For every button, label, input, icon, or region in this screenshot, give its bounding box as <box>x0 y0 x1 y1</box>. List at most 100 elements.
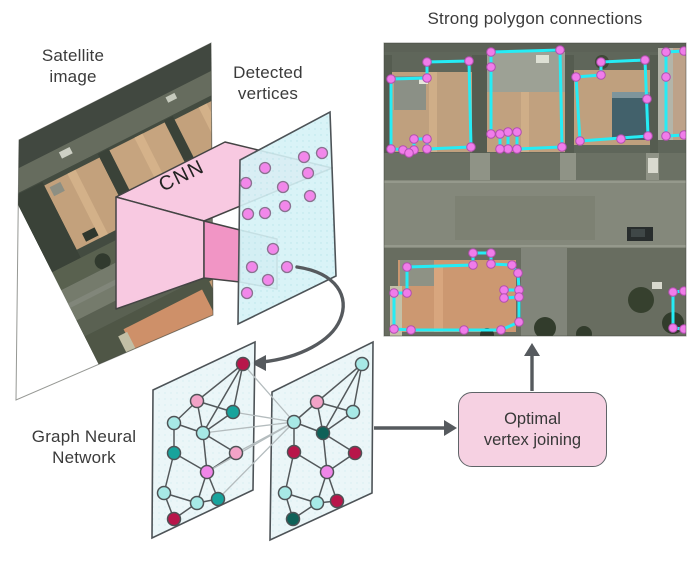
polygon-vertex-dot <box>503 144 513 154</box>
polygon-vertex-dot <box>495 144 505 154</box>
polygon-vertex-dot <box>512 144 522 154</box>
polygon-vertex-dot <box>679 286 686 296</box>
polygon-vertex-dot <box>496 325 506 335</box>
polygon-vertex-dot <box>571 72 581 82</box>
gnn-node-cyan <box>277 485 293 501</box>
message-passing-line <box>202 421 295 434</box>
optimal-box-line1: Optimal <box>504 409 561 428</box>
polygon-vertex-dot <box>486 259 496 269</box>
gnn-edge <box>316 363 363 403</box>
detected-vertex-dot <box>245 260 259 274</box>
polygon-vertex-dot <box>386 144 396 154</box>
polygon-vertex-dot <box>668 287 678 297</box>
output-title: Strong polygon connections <box>384 8 686 29</box>
satellite-image-border <box>15 42 214 401</box>
polygon-vertex-dot <box>406 325 416 335</box>
detected-vertex-dot <box>303 189 317 203</box>
detected-vertices-label-line1: Detected <box>233 63 303 82</box>
gnn-node-crimson <box>286 444 302 460</box>
message-passing-line <box>232 411 295 423</box>
optimal-box-line2: vertex joining <box>483 430 582 449</box>
detected-vertices-label: Detected vertices <box>213 62 323 104</box>
polygon-vertex-dot <box>402 288 412 298</box>
gnn-edge <box>322 363 363 434</box>
polygon-vertex-dot <box>466 142 476 152</box>
polygon-vertex-dot <box>616 134 626 144</box>
gnn-nodes-panel-2 <box>277 356 370 527</box>
satellite-image-label-line2: image <box>49 67 97 86</box>
arrowhead <box>524 343 540 356</box>
polygon-vertex-dot <box>555 45 565 55</box>
polygon-vertex-dot <box>575 136 585 146</box>
polygon-vertex-dot <box>514 317 524 327</box>
polygon-vertex-dot <box>679 324 686 334</box>
polygon-vertex-dot <box>640 55 650 65</box>
gnn-node-cyan <box>309 495 325 511</box>
polygon-vertex-dot <box>422 73 432 83</box>
polygon-vertex-dot <box>679 130 686 140</box>
polygon-vertex-dot <box>661 47 671 57</box>
gnn-node-cyan <box>156 485 172 501</box>
gnn-node-pink <box>309 394 325 410</box>
polygon-vertex-dot <box>468 260 478 270</box>
detected-vertex-dot <box>276 180 290 194</box>
gnn-node-orchid <box>199 464 215 480</box>
polygon-vertex-dot <box>557 142 567 152</box>
polygon-vertex-dot <box>503 127 513 137</box>
polygon-vertex-dot <box>486 47 496 57</box>
polygon-vertex-dot <box>495 129 505 139</box>
polygon-vertex-dot <box>486 62 496 72</box>
gnn-node-crimson <box>347 445 363 461</box>
polygon-vertex-dots <box>386 45 686 335</box>
arrowhead <box>444 420 457 436</box>
message-passing-lines <box>202 363 295 500</box>
polygon-vertex-dot <box>422 144 432 154</box>
polygon-vertex-dot <box>422 57 432 67</box>
polygon-vertex-dot <box>642 94 652 104</box>
curved-arrow-vertices-to-gnn <box>251 265 345 371</box>
gnn-node-crimson <box>235 356 251 372</box>
detected-vertices-label-line2: vertices <box>237 84 299 103</box>
gnn-node-cyan <box>354 356 370 372</box>
polygon-vertex-dot <box>661 72 671 82</box>
polygon-vertex-dot <box>668 323 678 333</box>
gnn-node-cyan <box>195 425 211 441</box>
satellite-image-label: Satellite image <box>18 45 128 87</box>
detected-vertices-panel <box>237 110 337 326</box>
gnn-node-pink <box>228 445 244 461</box>
arrow-joining-to-output <box>524 343 540 391</box>
satellite-image-label-line1: Satellite <box>41 46 105 65</box>
polygon-vertex-dot <box>486 248 496 258</box>
output-image-border <box>383 42 687 337</box>
polygon-vertex-dot <box>389 324 399 334</box>
optimal-vertex-joining-box: Optimal vertex joining <box>458 392 607 467</box>
detected-vertex-dot <box>301 166 315 180</box>
detected-vertex-dot <box>239 176 253 190</box>
gnn-nodes-panel-1 <box>156 356 251 527</box>
detected-vertex-dot <box>258 206 272 220</box>
arrowhead <box>251 355 266 371</box>
detected-vertex-dot <box>258 161 272 175</box>
polygon-vertex-dot <box>464 56 474 66</box>
gnn-node-cyan <box>189 495 205 511</box>
polygon-vertex-dot <box>386 74 396 84</box>
detected-vertex-dot <box>266 242 280 256</box>
detected-vertex-dot <box>280 260 294 274</box>
polygon-building-f-partial <box>671 289 685 331</box>
polygon-vertex-dot <box>514 292 524 302</box>
gnn-node-cyan <box>345 404 361 420</box>
polygon-vertex-dot <box>499 293 509 303</box>
detected-vertex-dot <box>240 286 254 300</box>
polygon-vertex-dot <box>499 285 509 295</box>
gnn-edge <box>232 363 244 413</box>
polygon-vertex-dot <box>661 131 671 141</box>
gnn-node-teal <box>225 404 241 420</box>
message-passing-line <box>217 421 295 500</box>
detected-vertex-dot <box>241 207 255 221</box>
gnn-node-darkteal <box>315 425 331 441</box>
polygon-vertex-dot <box>596 70 606 80</box>
detected-vertex-dot <box>297 150 311 164</box>
polygon-vertex-dot <box>422 134 432 144</box>
gnn-label-line2: Network <box>52 448 116 467</box>
